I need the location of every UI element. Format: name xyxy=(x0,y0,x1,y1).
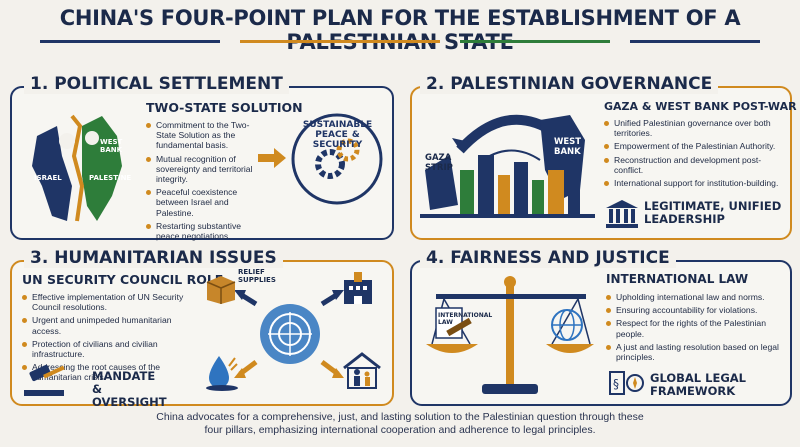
badge-text: SUSTAINABLE PEACE & SECURITY xyxy=(302,120,373,150)
svg-text:§: § xyxy=(613,377,619,391)
panel-subtitle: TWO-STATE SOLUTION xyxy=(146,100,303,115)
list-item: A just and lasting resolution based on l… xyxy=(606,342,782,362)
panel-subtitle: INTERNATIONAL LAW xyxy=(606,272,749,286)
un-emblem-icon xyxy=(260,304,320,364)
gears-icon xyxy=(291,113,383,205)
map-label-palestine: PALESTINE xyxy=(89,174,132,182)
title-divider xyxy=(240,40,440,43)
panel-title: 4. FAIRNESS AND JUSTICE xyxy=(420,248,676,268)
compass-icon: § xyxy=(609,371,644,395)
map-icon xyxy=(32,114,122,222)
list-item: International support for institution-bu… xyxy=(604,178,782,188)
map-label-west-bank: WEST BANK xyxy=(554,137,582,157)
relief-box-icon xyxy=(206,276,236,304)
callout-text: MANDATE & OVERSIGHT xyxy=(92,369,167,409)
city-icon xyxy=(420,114,595,218)
page-title: CHINA'S FOUR-POINT PLAN FOR THE ESTABLIS… xyxy=(59,6,741,54)
callout-text: GLOBAL LEGAL FRAMEWORK xyxy=(650,371,746,398)
list-item: Protection of civilians and civilian inf… xyxy=(22,339,202,359)
list-item: Reconstruction and development post-conf… xyxy=(604,155,782,175)
shelter-icon xyxy=(343,352,381,389)
list-item: Respect for the rights of the Palestinia… xyxy=(606,318,782,339)
map-label-west-bank: WEST BANK xyxy=(100,138,123,154)
title-divider xyxy=(40,40,220,43)
building-icon xyxy=(606,200,638,228)
panel-humanitarian-issues xyxy=(10,260,394,406)
arrows-icon xyxy=(234,290,344,378)
globe-icon xyxy=(551,309,583,341)
panel-title: 2. PALESTINIAN GOVERNANCE xyxy=(420,74,719,94)
gavel-icon xyxy=(24,364,65,396)
bullet-list: Effective implementation of UN Security … xyxy=(22,292,202,386)
title-divider xyxy=(460,40,610,43)
scale-law-label: INTERNATIONAL LAW xyxy=(438,312,493,326)
list-item: Commitment to the Two-State Solution as … xyxy=(146,120,261,151)
bullet-list: Commitment to the Two-State Solution as … xyxy=(146,120,261,244)
map-label-gaza: GAZA STRIP xyxy=(425,153,453,173)
scales-icon xyxy=(426,276,594,394)
footer-text: China advocates for a comprehensive, jus… xyxy=(156,411,644,436)
list-item: Unified Palestinian governance over both… xyxy=(604,118,782,138)
bullet-list: Upholding international law and norms. E… xyxy=(606,292,782,365)
map-label-israel: ISRAEL xyxy=(34,174,62,182)
panel-title: 3. HUMANITARIAN ISSUES xyxy=(24,248,283,268)
list-item: Ensuring accountability for violations. xyxy=(606,305,782,315)
panel-subtitle: UN SECURITY COUNCIL ROLE xyxy=(22,272,224,287)
list-item: Addressing the root causes of the humani… xyxy=(22,362,202,382)
panel-subtitle: GAZA & WEST BANK POST-WAR xyxy=(604,100,797,113)
panel-title: 1. POLITICAL SETTLEMENT xyxy=(24,74,289,94)
callout-text: LEGITIMATE, UNIFIED LEADERSHIP xyxy=(644,199,782,226)
hospital-icon xyxy=(344,272,372,304)
title-divider xyxy=(630,40,760,43)
list-item: Effective implementation of UN Security … xyxy=(22,292,202,312)
list-item: Urgent and unimpeded humanitarian access… xyxy=(22,315,202,336)
list-item: Upholding international law and norms. xyxy=(606,292,782,302)
relief-supplies-label: RELIEF SUPPLIES xyxy=(238,268,276,284)
list-item: Mutual recognition of sovereignty and te… xyxy=(146,154,261,185)
list-item: Restarting substantive peace negotiation… xyxy=(146,221,261,241)
list-item: Empowerment of the Palestinian Authority… xyxy=(604,141,782,151)
panel-fairness-justice xyxy=(410,260,792,406)
list-item: Peaceful coexistence between Israel and … xyxy=(146,187,261,218)
water-icon xyxy=(206,356,238,391)
arrow-right-icon xyxy=(258,148,286,168)
bullet-list: Unified Palestinian governance over both… xyxy=(604,118,782,191)
